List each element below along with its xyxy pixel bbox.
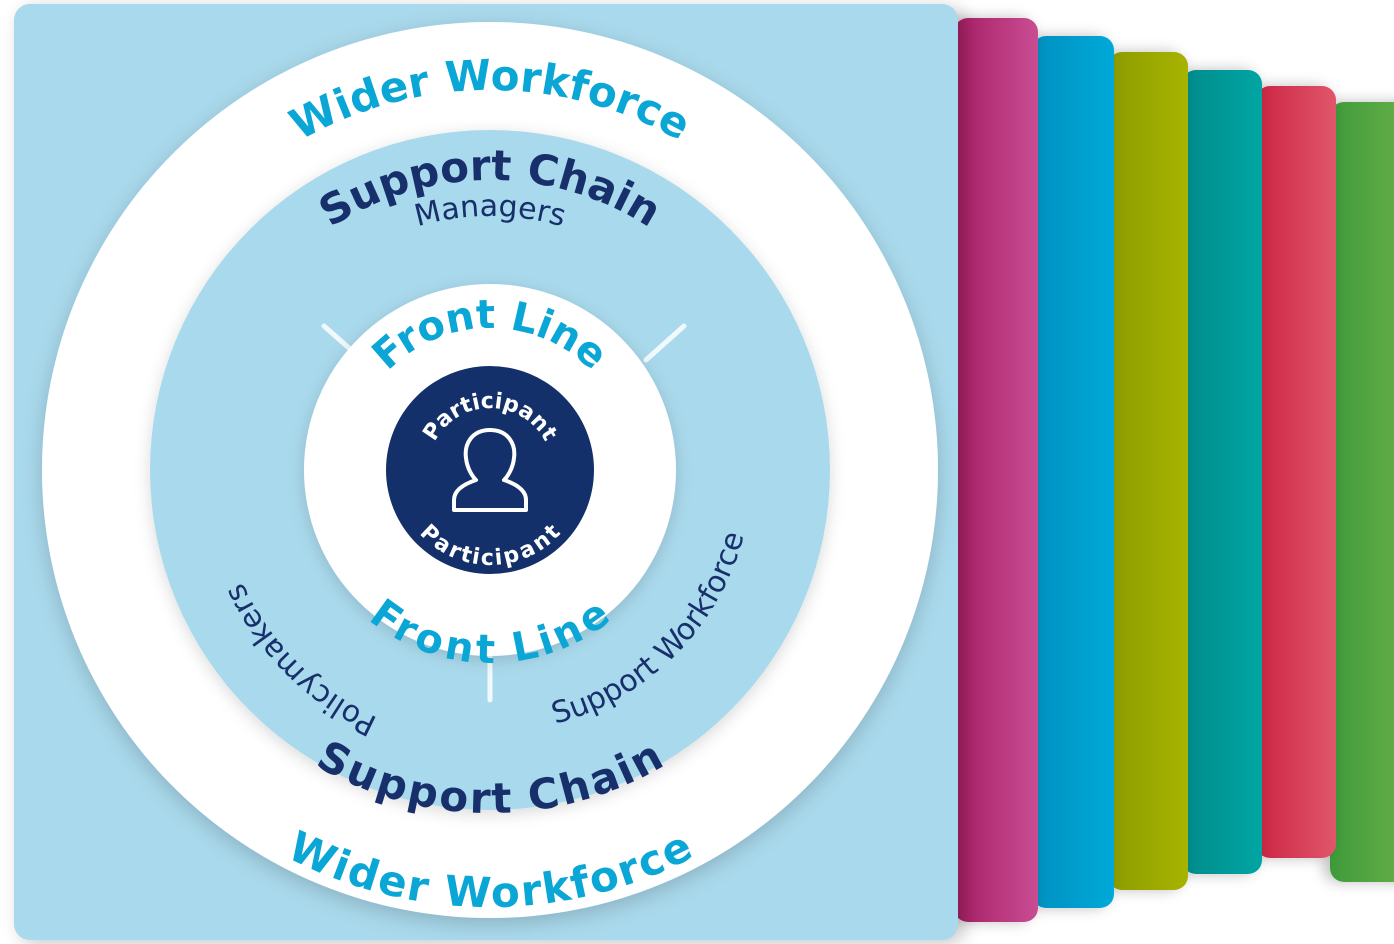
tab-teal [1182, 70, 1262, 874]
tab-blue [1032, 36, 1114, 908]
tab-red [1256, 86, 1336, 858]
tab-green [1330, 102, 1394, 882]
person-icon [452, 428, 528, 512]
diagram-card: Wider Workforce Wider Workforce Support … [14, 4, 958, 940]
tab-magenta [954, 18, 1038, 922]
workforce-diagram: Wider Workforce Wider Workforce Support … [42, 22, 938, 918]
tab-olive [1108, 52, 1188, 890]
participant-disc [386, 366, 594, 574]
